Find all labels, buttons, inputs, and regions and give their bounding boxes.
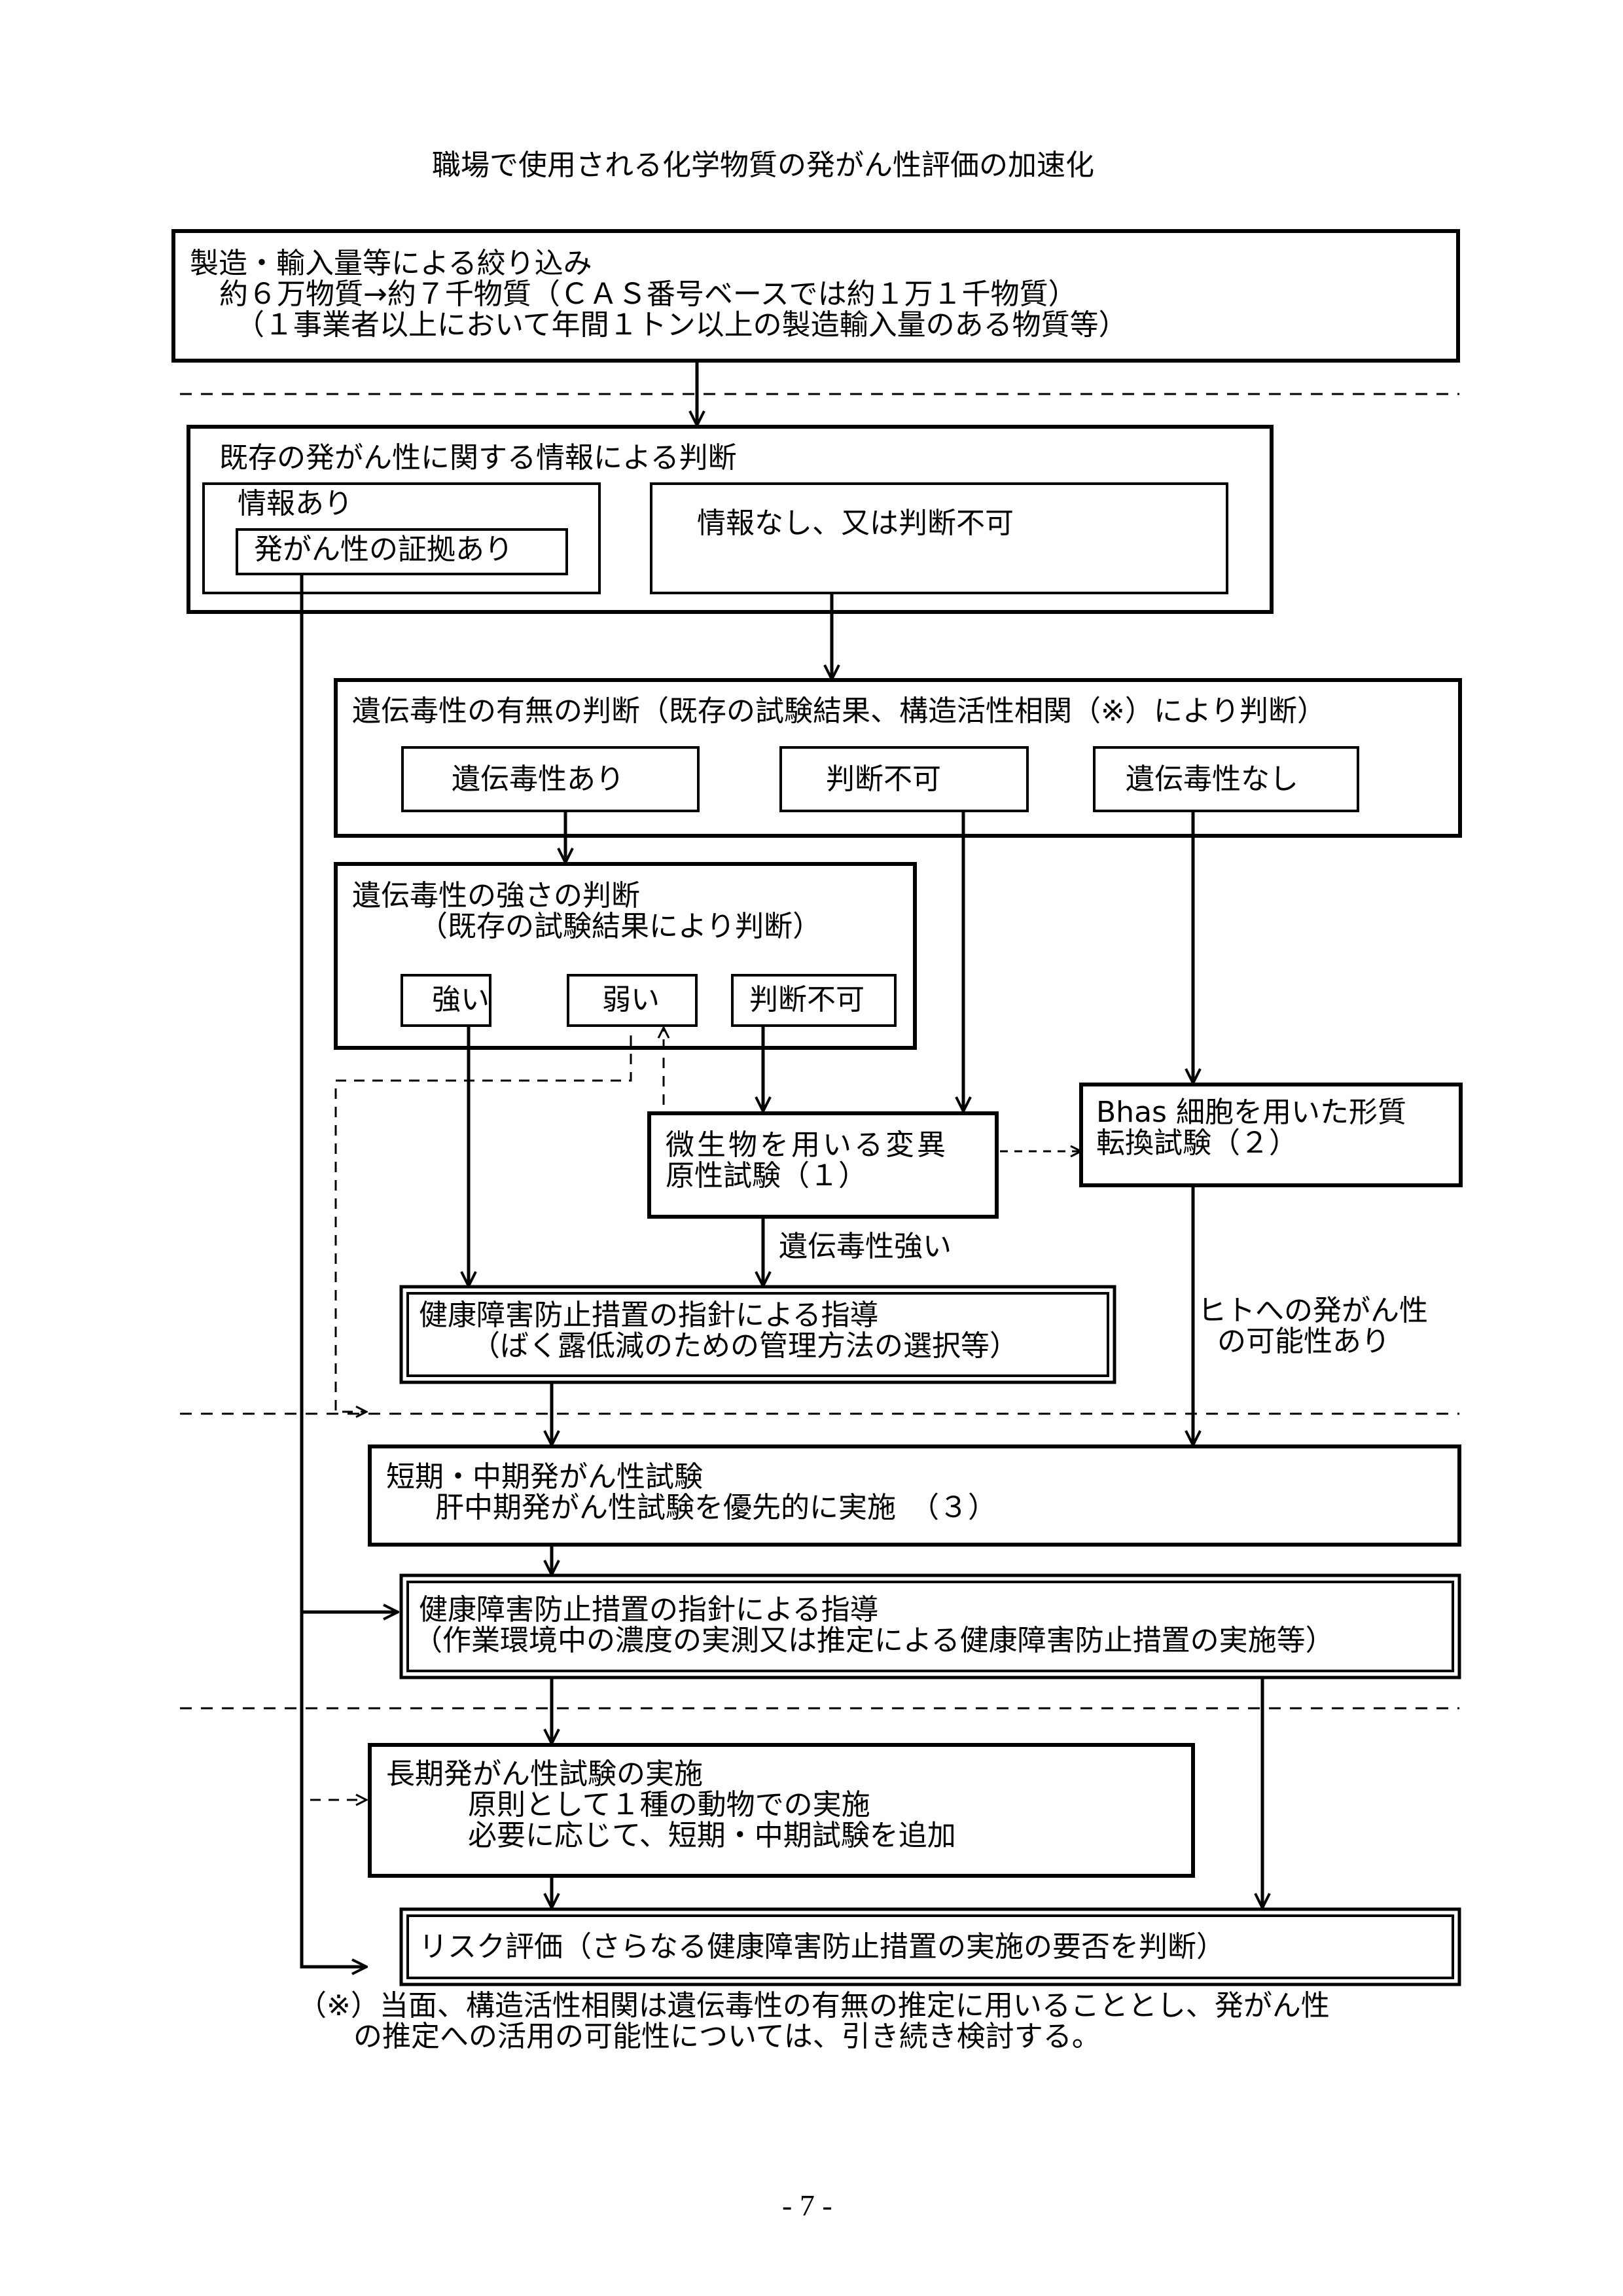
footnote-line1: （※）当面、構造活性相関は遺伝毒性の有無の推定に用いることとし、発がん性 (298, 1989, 1330, 2022)
genotox-option-undetermined: 判断不可 (826, 762, 941, 796)
guidance-exposure-line1: 健康障害防止措置の指針による指導 (419, 1299, 879, 1332)
no-info-box (650, 482, 1228, 594)
genotox-option-negative: 遺伝毒性なし (1126, 762, 1298, 796)
long-term-line2: 原則として１種の動物での実施 (468, 1788, 870, 1821)
weak-dashed-route (334, 1035, 632, 1412)
strength-option-box (731, 974, 897, 1027)
has-info-label: 情報あり (238, 487, 353, 520)
guidance-exposure-box (399, 1285, 1116, 1384)
guidance-measurement-inner-border (406, 1581, 1454, 1672)
existing-info-heading: 既存の発がん性に関する情報による判断 (219, 441, 737, 475)
long-term-line1: 長期発がん性試験の実施 (386, 1757, 703, 1791)
bhas-test-box (1079, 1083, 1463, 1187)
long-term-test-box (368, 1743, 1195, 1878)
strength-option-weak: 弱い (602, 983, 660, 1016)
genotox-option-box (401, 746, 700, 812)
genotox-presence-heading: 遺伝毒性の有無の判断（既存の試験結果、構造活性相関（※）により判断） (352, 694, 1326, 728)
has-info-box (202, 482, 601, 594)
screening-count: 約６万物質→約７千物質（ＣＡＳ番号ベースでは約１万１千物質） (219, 278, 1077, 311)
page-number: - 7 - (782, 2189, 832, 2222)
genotox-strength-subheading: （既存の試験結果により判断） (419, 910, 822, 943)
genotox-option-positive: 遺伝毒性あり (452, 762, 624, 796)
genotox-option-box (1093, 746, 1359, 812)
guidance-measurement-box (399, 1573, 1461, 1679)
genotox-strength-box (334, 862, 917, 1050)
no-info-label: 情報なし、又は判断不可 (697, 507, 1014, 540)
strength-option-box (401, 974, 491, 1027)
human-carcinogen-label-2: の可能性あり (1217, 1325, 1390, 1358)
genotox-presence-box (334, 678, 1462, 838)
risk-assessment-inner-border (406, 1914, 1454, 1979)
existing-info-box (187, 425, 1274, 614)
evidence-box (236, 528, 568, 575)
screening-criteria: （１事業者以上において年間１トン以上の製造輸入量のある物質等） (236, 308, 1128, 342)
mutagenicity-line1: 微生物を用いる変異 (666, 1128, 948, 1162)
screening-heading: 製造・輸入量等による絞り込み (190, 247, 592, 280)
guidance-measurement-line1: 健康障害防止措置の指針による指導 (419, 1593, 879, 1626)
evidence-label: 発がん性の証拠あり (254, 533, 513, 566)
genotox-option-box (779, 746, 1029, 812)
mutagenicity-line2: 原性試験（１） (666, 1159, 867, 1193)
evidence-route-line (300, 574, 366, 1967)
footnote-line2: の推定への活用の可能性については、引き続き検討する。 (353, 2020, 1101, 2053)
mutagenicity-test-box (647, 1111, 999, 1219)
short-mid-line1: 短期・中期発がん性試験 (386, 1460, 703, 1494)
human-carcinogen-label-1: ヒトへの発がん性 (1198, 1294, 1428, 1327)
screening-box (171, 229, 1460, 363)
genotox-strength-heading: 遺伝毒性の強さの判断 (352, 879, 640, 912)
bhas-line2: 転換試験（２） (1096, 1126, 1298, 1160)
risk-assessment-box (399, 1907, 1461, 1986)
short-mid-line2: 肝中期発がん性試験を優先的に実施 （３） (435, 1491, 997, 1524)
bhas-line1: Bhas 細胞を用いた形質 (1096, 1096, 1406, 1129)
short-mid-test-box (368, 1444, 1461, 1547)
strength-option-undetermined: 判断不可 (749, 983, 865, 1016)
strength-option-box (567, 974, 698, 1027)
guidance-exposure-line2: （ばく露低減のための管理方法の選択等） (471, 1329, 1018, 1363)
strength-option-strong: 強い (432, 983, 490, 1016)
guidance-measurement-line2: （作業環境中の濃度の実測又は推定による健康障害防止措置の実施等） (414, 1624, 1334, 1657)
risk-assessment-label: リスク評価（さらなる健康障害防止措置の実施の要否を判断） (419, 1930, 1225, 1964)
long-term-line3: 必要に応じて、短期・中期試験を追加 (468, 1819, 956, 1852)
guidance-exposure-inner-border (406, 1292, 1109, 1377)
strong-genotox-label: 遺伝毒性強い (779, 1230, 952, 1263)
page-title: 職場で使用される化学物質の発がん性評価の加速化 (432, 149, 1094, 182)
